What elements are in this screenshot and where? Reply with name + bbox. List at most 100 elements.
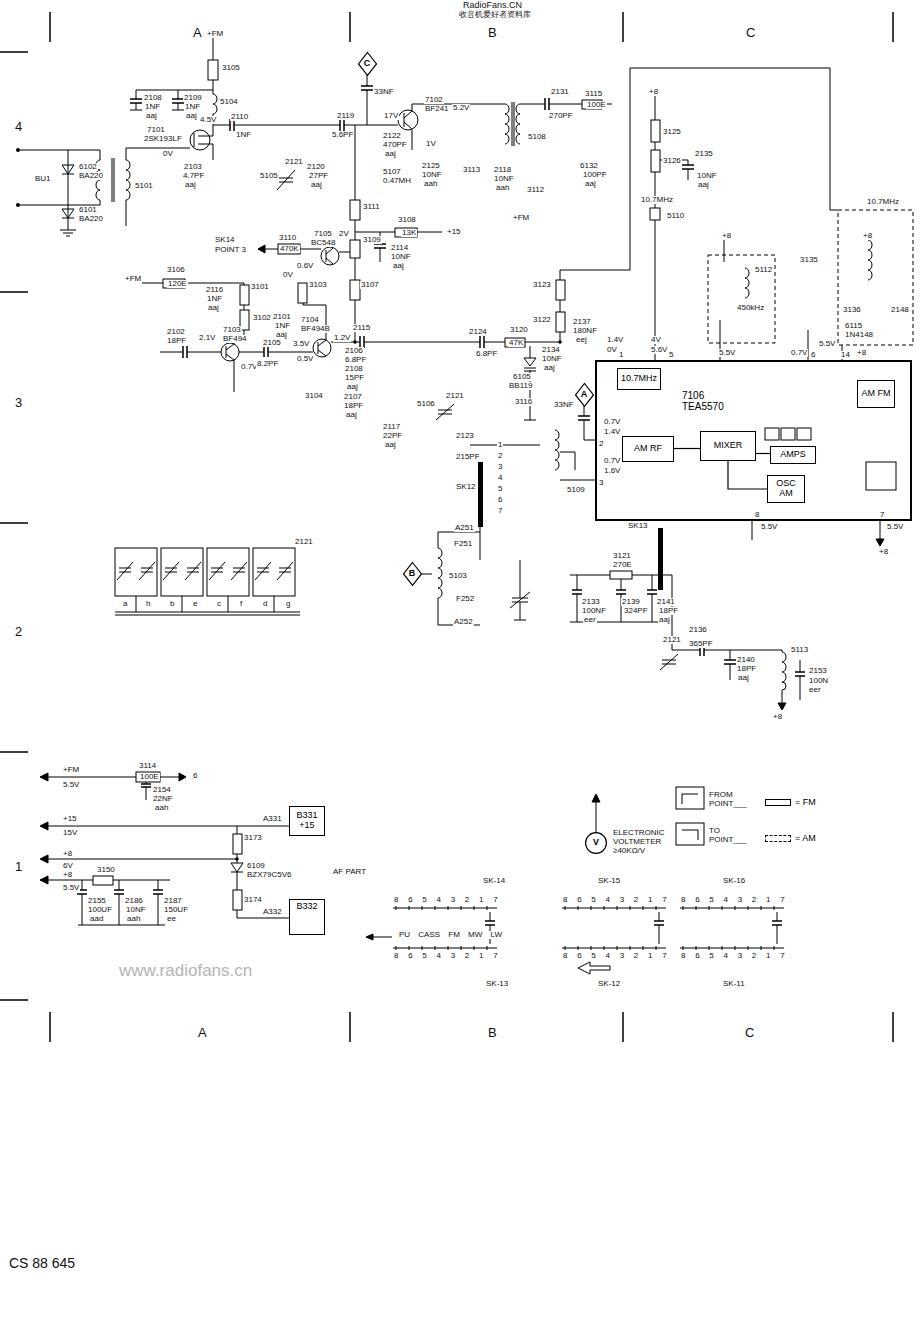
transistor-symbol: [194, 133, 195, 147]
schematic-label: 4.5V: [199, 116, 217, 124]
schematic-label: 2.1V: [198, 334, 216, 342]
transistor-symbol: [226, 344, 234, 360]
schematic-label: SK-15: [597, 877, 621, 885]
coil-symbol: [438, 548, 786, 690]
schematic-label: 22PF: [382, 432, 403, 440]
legend-drawing: [676, 823, 704, 845]
schematic-label: 1: [14, 860, 23, 873]
diode-symbol: [62, 165, 536, 872]
schematic-label: 3126: [662, 157, 682, 165]
schematic-label: 1: [618, 351, 624, 359]
arrow-head: [40, 822, 48, 830]
arrow-head: [40, 245, 884, 940]
schematic-label: +8: [772, 713, 783, 721]
schematic-label: 180NF: [572, 327, 598, 335]
capacitor-symbol: [77, 86, 805, 925]
schematic-label: 8 6 5 4 3 2 1 7: [562, 896, 668, 904]
coil-symbol: [96, 158, 130, 202]
schematic-label: 2121: [294, 538, 314, 546]
ground-symbol: [60, 110, 536, 926]
schematic-label: aaj: [697, 181, 710, 189]
schematic-label: b: [169, 600, 175, 608]
schematic-label: 470K: [279, 245, 300, 253]
schematic-label: 100NF: [581, 607, 607, 615]
node-text: V: [593, 838, 599, 848]
filter-block: [765, 428, 779, 440]
schematic-label: 8.2PF: [256, 360, 279, 368]
schematic-label: 2122: [382, 132, 402, 140]
resistor-symbol: [93, 876, 113, 885]
arrow-head: [366, 934, 373, 940]
schematic-label: 3: [598, 479, 604, 487]
schematic-label: 0V: [606, 346, 618, 354]
diamond-outline: [403, 562, 422, 586]
resistor-symbol: [556, 312, 565, 332]
schematic-label: FROM POINT___: [708, 791, 758, 809]
schematic-label: aaj: [185, 112, 198, 120]
schematic-label: 100N: [808, 677, 829, 685]
schematic-label: 2109: [183, 94, 203, 102]
resistor-symbol: [93, 60, 660, 910]
legend-drawing: [676, 787, 704, 809]
schematic-label: 0.7V: [790, 349, 808, 357]
schematic-label: 2: [598, 440, 604, 448]
schematic-label: 0.7V: [240, 363, 258, 371]
node-label: AM FM: [861, 389, 891, 399]
transistor-symbol: [318, 340, 326, 356]
schematic-label: 10NF: [390, 253, 412, 261]
coil-symbol: [555, 240, 872, 470]
schematic-label: AF PART: [332, 868, 367, 876]
schematic-label: 6: [192, 772, 198, 780]
schematic-label: A: [192, 26, 203, 39]
node-label: +15: [296, 821, 317, 831]
schematic-label: A252: [453, 618, 474, 626]
schematic-label: BA220: [78, 215, 104, 223]
schematic-label: 2135: [694, 150, 714, 158]
schematic-label: h: [145, 600, 151, 608]
schematic-label: 450kHz: [736, 304, 765, 312]
signal-line: [674, 448, 700, 449]
schematic-label: 10.7MHz: [640, 196, 674, 204]
legend-text: = AM: [795, 833, 816, 843]
schematic-label: 5: [497, 485, 503, 493]
diamond-outline: [358, 52, 377, 76]
legend-drawing: [578, 962, 610, 974]
schematic-label: 6.8PF: [344, 356, 367, 364]
node-label: V: [593, 838, 599, 848]
schematic-label: CS 88 645: [8, 1256, 76, 1270]
frame-tick: [0, 12, 893, 1042]
schematic-label: 10NF: [125, 906, 147, 914]
node-label: C: [364, 59, 371, 69]
schematic-label: 2101: [272, 313, 292, 321]
schematic-label: aad: [89, 915, 104, 923]
schematic-label: 2V: [338, 230, 350, 238]
switch-bar: [478, 462, 663, 590]
connector-dot: [16, 148, 562, 861]
wire: [683, 906, 774, 950]
wire: [48, 777, 289, 925]
schematic-label: aah: [154, 804, 169, 812]
schematic-label: 15V: [62, 829, 78, 837]
schematic-label: 5109: [566, 486, 586, 494]
schematic-label: 6.8PF: [475, 350, 498, 358]
schematic-label: 2140: [736, 656, 756, 664]
schematic-label: 5101: [134, 182, 154, 190]
schematic-label: 6105: [512, 373, 532, 381]
schematic-label: 470PF: [382, 141, 408, 149]
schematic-label: 3116: [514, 398, 533, 406]
schematic-label: 3120: [509, 326, 529, 334]
schematic-label: 8 6 5 4 3 2 1 7: [562, 952, 668, 960]
schematic-label: SK14: [214, 236, 236, 244]
schematic-label: 7101: [146, 126, 166, 134]
schematic-label: 2148: [890, 306, 910, 314]
schematic-label: 13K: [401, 229, 417, 237]
schematic-label: 1.6V: [603, 467, 621, 475]
schematic-label: 3104: [304, 392, 324, 400]
dashed-box: [708, 255, 775, 343]
schematic-label: www.radiofans.cn: [118, 962, 253, 979]
schematic-label: 1NF: [274, 322, 291, 330]
schematic-label: 2106: [344, 347, 364, 355]
arrow-head: [40, 876, 48, 884]
schematic-label: 4: [497, 474, 503, 482]
schematic-label: 2105: [262, 339, 282, 347]
